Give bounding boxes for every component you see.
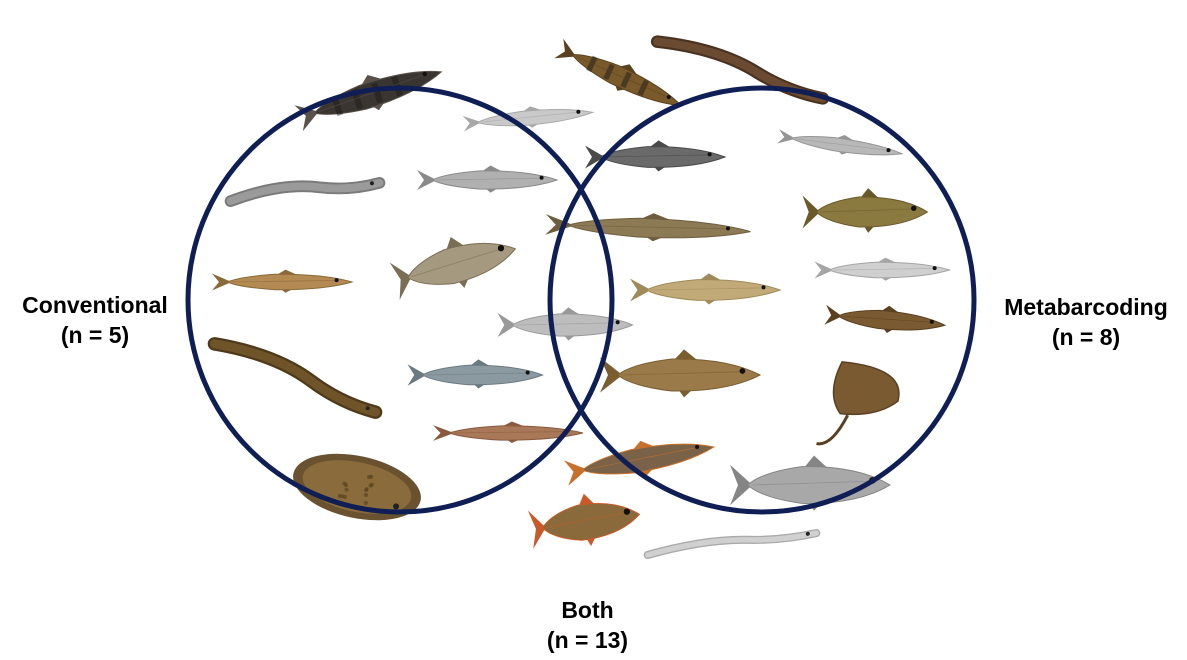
smelt-grey-icon [777, 126, 904, 163]
fish-illustrations [212, 34, 950, 558]
metabarcoding-count: (n = 8) [985, 322, 1187, 352]
both-name: Both [500, 595, 675, 625]
metabarcoding-name: Metabarcoding [985, 292, 1187, 322]
eel-grey-icon [230, 174, 380, 205]
dace-grey-icon [417, 165, 557, 192]
conventional-name: Conventional [0, 290, 190, 320]
sculpin-fish-icon [293, 53, 447, 135]
both-label: Both (n = 13) [500, 595, 675, 655]
metabarcoding-label: Metabarcoding (n = 8) [985, 292, 1187, 352]
pike-fish-icon [545, 209, 751, 244]
eel-brown-icon [213, 337, 380, 413]
grayling-fish-icon [212, 270, 352, 293]
trout-fish-icon [563, 429, 717, 490]
conventional-label: Conventional (n = 5) [0, 290, 190, 350]
chub-fish-icon [630, 273, 780, 304]
atlantic-cod-icon [600, 349, 760, 397]
perch-small-icon [824, 300, 946, 338]
goby-fish-icon [803, 188, 928, 233]
sandeel-grey-icon [647, 527, 816, 558]
flounder-fish-icon [287, 443, 427, 531]
whitefish-icon [387, 222, 521, 305]
both-count: (n = 13) [500, 625, 675, 655]
brook-trout-icon [527, 486, 643, 554]
skate-fish-icon [793, 347, 907, 446]
conventional-count: (n = 5) [0, 320, 190, 350]
stickleback-grey-icon [815, 258, 950, 281]
salmon-fish-icon [408, 359, 543, 388]
